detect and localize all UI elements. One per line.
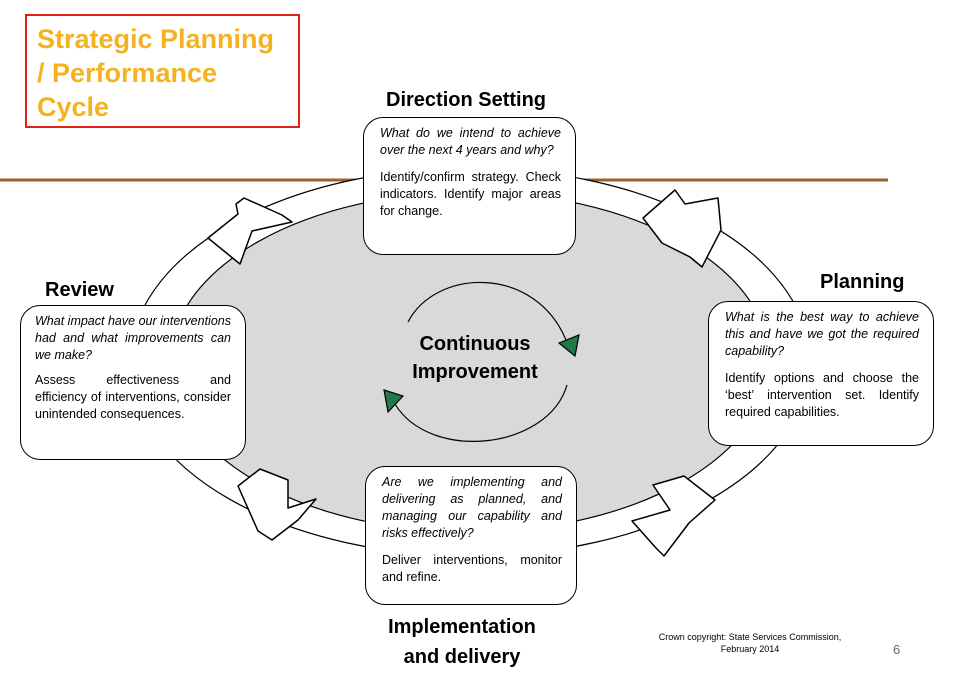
implementation-label-line-1: Implementation bbox=[388, 616, 536, 638]
review-question: What impact have our interventions had a… bbox=[35, 314, 231, 362]
implementation-question: Are we implementing and delivering as pl… bbox=[382, 475, 562, 540]
review-label: Review bbox=[45, 279, 114, 301]
center-line-2: Improvement bbox=[412, 361, 538, 383]
arrow-implementation-to-review bbox=[237, 468, 317, 541]
copyright-line-2: February 2014 bbox=[720, 644, 780, 654]
planning-action: Identify options and choose the ‘best’ i… bbox=[725, 371, 919, 419]
page-number: 6 bbox=[893, 642, 901, 657]
arrow-planning-to-implementation bbox=[631, 475, 716, 557]
review-action: Assess effectiveness and efficiency of i… bbox=[35, 373, 231, 421]
title-line-1: Strategic Planning bbox=[37, 24, 275, 54]
planning-question: What is the best way to achieve this and… bbox=[725, 310, 919, 358]
title-box: Strategic Planning / Performance Cycle bbox=[25, 14, 300, 128]
review-box: What impact have our interventions had a… bbox=[20, 305, 246, 460]
direction-action: Identify/confirm strategy. Check indicat… bbox=[380, 170, 561, 218]
planning-box: What is the best way to achieve this and… bbox=[708, 301, 934, 446]
cycle-arrowhead-right bbox=[557, 334, 580, 358]
direction-question: What do we intend to achieve over the ne… bbox=[380, 126, 561, 157]
direction-setting-box: What do we intend to achieve over the ne… bbox=[363, 117, 576, 255]
planning-label: Planning bbox=[820, 271, 905, 293]
arrow-review-to-direction bbox=[207, 197, 293, 265]
implementation-label-line-2: and delivery bbox=[403, 646, 521, 668]
arrow-direction-to-planning bbox=[642, 189, 722, 268]
copyright-notice: Crown copyright: State Services Commissi… bbox=[630, 631, 870, 655]
title-line-3: Cycle bbox=[37, 92, 110, 122]
continuous-improvement-label: Continuous Improvement bbox=[390, 330, 560, 386]
cycle-arc-bottom bbox=[394, 384, 568, 442]
cycle-arc-top bbox=[407, 282, 567, 341]
center-line-1: Continuous bbox=[419, 333, 531, 355]
direction-setting-label: Direction Setting bbox=[386, 89, 547, 111]
implementation-label: Implementation and delivery bbox=[362, 612, 562, 672]
title-line-2: / Performance bbox=[37, 58, 218, 88]
implementation-action: Deliver interventions, monitor and refin… bbox=[382, 553, 562, 584]
cycle-arrowhead-left bbox=[383, 389, 405, 414]
copyright-line-1: Crown copyright: State Services Commissi… bbox=[658, 632, 842, 642]
implementation-box: Are we implementing and delivering as pl… bbox=[365, 466, 577, 605]
